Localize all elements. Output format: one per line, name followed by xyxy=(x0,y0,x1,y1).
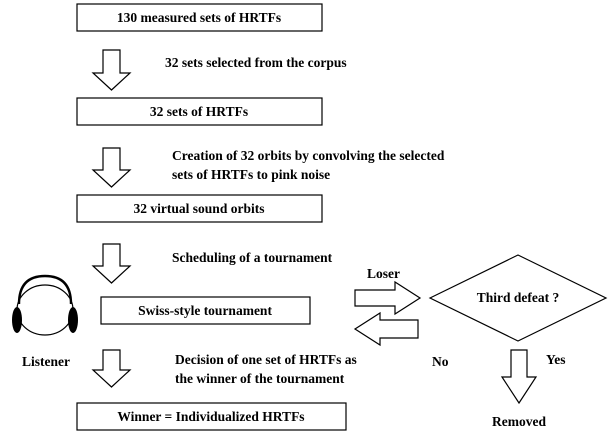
selected-sets-box xyxy=(76,97,323,126)
loser-arrow xyxy=(354,280,422,316)
scheduling-step-label: Scheduling of a tournament xyxy=(172,250,333,265)
select-step-label: 32 sets selected from the corpus xyxy=(165,55,347,70)
down-arrow-4 xyxy=(91,349,132,388)
down-arrow-1 xyxy=(91,49,132,91)
no-arrow xyxy=(353,311,419,347)
third-defeat-diamond xyxy=(428,254,608,342)
listener-label: Listener xyxy=(22,354,70,369)
winner-label: Winner = Individualized HRTFs xyxy=(117,409,304,424)
creation-step-line1: Creation of 32 orbits by convolving the … xyxy=(172,148,445,163)
swiss-tournament-label: Swiss-style tournament xyxy=(138,303,272,318)
loser-label: Loser xyxy=(367,266,400,281)
measured-hrtfs-label: 130 measured sets of HRTFs xyxy=(117,10,281,25)
down-arrow-2 xyxy=(91,147,132,188)
no-label: No xyxy=(432,354,449,369)
virtual-orbits-box xyxy=(76,194,323,223)
winner-box xyxy=(76,402,347,431)
selected-sets-label: 32 sets of HRTFs xyxy=(150,104,248,119)
headphones-icon xyxy=(12,274,78,336)
decision-step-line2: the winner of the tournament xyxy=(175,371,345,386)
removed-label: Removed xyxy=(492,414,546,429)
virtual-orbits-label: 32 virtual sound orbits xyxy=(134,201,265,216)
creation-step-line2: sets of HRTFs to pink noise xyxy=(172,167,330,182)
yes-arrow xyxy=(500,349,538,405)
swiss-tournament-box xyxy=(100,296,311,325)
down-arrow-3 xyxy=(91,243,132,284)
measured-hrtfs-box xyxy=(76,3,323,32)
decision-step-line1: Decision of one set of HRTFs as xyxy=(175,352,357,367)
third-defeat-label: Third defeat ? xyxy=(477,290,560,305)
yes-label: Yes xyxy=(546,352,566,367)
